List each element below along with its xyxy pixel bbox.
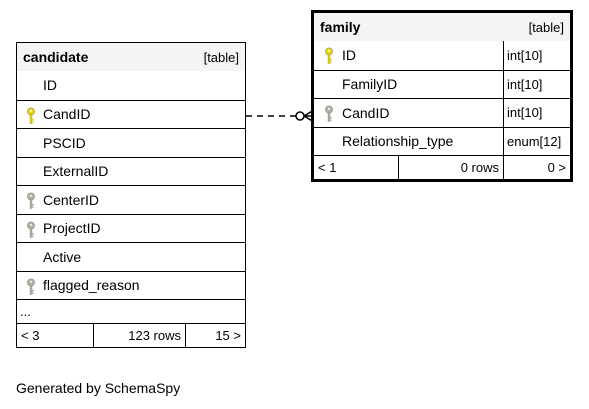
- table-type-label: [table]: [203, 49, 239, 65]
- column-name: CandID: [43, 106, 91, 123]
- parent-count[interactable]: < 3: [21, 328, 40, 343]
- column-name: FamilyID: [342, 76, 398, 93]
- table-footer: < 3 123 rows 15 >: [17, 323, 245, 347]
- parent-count[interactable]: < 1: [318, 160, 337, 175]
- column-name: ID: [43, 77, 57, 94]
- column-row[interactable]: CenterID: [17, 185, 245, 214]
- column-name: Relationship_type: [342, 133, 454, 150]
- primary-key-icon: [325, 47, 333, 64]
- foreign-key-icon: [27, 278, 35, 295]
- generated-by-label: Generated by SchemaSpy: [16, 380, 181, 396]
- column-row[interactable]: flagged_reason: [17, 270, 245, 300]
- foreign-key-icon: [27, 221, 35, 238]
- column-row[interactable]: ExternalID: [17, 156, 245, 186]
- row-count: 123 rows: [93, 324, 185, 347]
- column-row[interactable]: Relationship_type enum[12]: [314, 126, 570, 155]
- column-type: int[10]: [503, 99, 570, 127]
- column-name: CandID: [342, 104, 390, 121]
- column-row[interactable]: FamilyID int[10]: [314, 69, 570, 98]
- candidate-table[interactable]: candidate [table] ID CandID PSCID ExternalI…: [16, 42, 246, 348]
- column-row[interactable]: ID: [17, 71, 245, 100]
- table-name[interactable]: family: [320, 19, 361, 35]
- table-name[interactable]: candidate: [23, 49, 89, 65]
- column-row[interactable]: CandID: [17, 99, 245, 129]
- foreign-key-icon: [325, 105, 333, 122]
- child-count[interactable]: 15 >: [185, 324, 245, 347]
- relationship-optional-circle: [295, 111, 305, 121]
- column-name: PSCID: [43, 134, 86, 151]
- column-name: CenterID: [43, 191, 100, 208]
- more-columns-indicator: ...: [17, 299, 245, 323]
- column-name: flagged_reason: [43, 277, 140, 294]
- table-footer: < 1 0 rows 0 >: [314, 155, 570, 179]
- foreign-key-icon: [27, 192, 35, 209]
- column-name: ID: [342, 47, 356, 64]
- column-name: Active: [43, 248, 82, 265]
- table-header[interactable]: candidate [table]: [17, 43, 245, 71]
- row-count: 0 rows: [398, 156, 503, 179]
- column-type: int[10]: [503, 70, 570, 98]
- column-row[interactable]: Active: [17, 242, 245, 271]
- child-count[interactable]: 0 >: [503, 156, 570, 179]
- column-name: ExternalID: [43, 163, 109, 180]
- primary-key-icon: [27, 107, 35, 124]
- column-row[interactable]: ID int[10]: [314, 41, 570, 70]
- column-name: ProjectID: [43, 220, 101, 237]
- table-header[interactable]: family [table]: [314, 13, 570, 41]
- table-type-label: [table]: [528, 19, 564, 35]
- column-row[interactable]: PSCID: [17, 128, 245, 157]
- column-type: enum[12]: [503, 127, 570, 155]
- column-row[interactable]: ProjectID: [17, 213, 245, 243]
- column-row[interactable]: CandID int[10]: [314, 98, 570, 127]
- column-type: int[10]: [503, 41, 570, 70]
